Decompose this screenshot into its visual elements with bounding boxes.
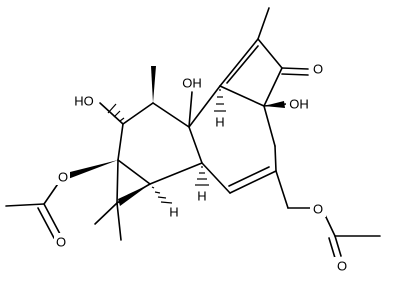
bond-c3-o-ketone-double: [281, 73, 309, 76]
hash-c12-oh: [107, 103, 125, 122]
wedge-c15-c14: [118, 184, 150, 206]
bond-c11-c12: [122, 102, 154, 125]
bond-c8-c9: [188, 126, 203, 164]
bond-c15-methyl-b: [116, 202, 122, 241]
wedge-c11-methyl: [151, 66, 156, 103]
atom-labels: O OH OH HO O O O O H H H: [54, 60, 350, 274]
bond-c12-oh: [99, 102, 124, 125]
label-hydrogen-middle: H: [197, 189, 206, 204]
bond-c13-c15: [116, 159, 119, 204]
bond-c2-c3: [257, 38, 283, 69]
bond-c12-c13: [117, 123, 124, 161]
label-acetate-right-carbonyl-oxygen: O: [337, 259, 347, 274]
bond-c6-c7: [229, 170, 277, 194]
bond-c9-c10: [188, 85, 221, 128]
bond-oac-left-c-me: [5, 203, 45, 207]
wedge-c4-oh: [264, 101, 285, 108]
bond-c3-c4: [263, 67, 283, 107]
bond-c3-o-ketone: [281, 67, 309, 70]
bond-o-c-ester: [324, 214, 336, 237]
stereo-bonds: [66, 66, 285, 206]
bond-c13-c14: [117, 159, 151, 185]
bond-c7-c8: [201, 162, 231, 194]
bond-c15-methyl-a: [94, 202, 118, 225]
bond-c9-oh: [188, 91, 193, 128]
bond-c1-c2-double: [226, 45, 259, 84]
hash-c8-h: [195, 166, 209, 186]
bond-ester-c-o-double-b: [328, 237, 336, 259]
bond-c6-c7-double: [228, 166, 270, 187]
label-hydrogen-top: H: [215, 115, 224, 130]
bond-c4-c5: [263, 105, 276, 147]
wedge-c13-oac: [66, 160, 118, 179]
label-hydroxyl-top-center: OH: [182, 76, 202, 91]
label-acetate-left-carbonyl-oxygen: O: [56, 235, 66, 250]
bonds: [5, 7, 381, 259]
label-acetate-left-oxygen: O: [58, 170, 68, 185]
bond-c9-c11: [152, 102, 190, 128]
bond-ester-c-o-double-a: [334, 235, 342, 257]
bond-c6-ch2: [275, 170, 289, 209]
bond-c2-methyl: [257, 7, 270, 40]
bond-oac-left-c-o-double-b: [37, 207, 55, 239]
label-hydroxyl-left: HO: [74, 94, 94, 109]
label-hydroxyl-top-right: OH: [289, 97, 309, 112]
hash-c14-h: [151, 186, 173, 204]
bond-c4-c10: [219, 85, 265, 107]
label-acetate-right-oxygen: O: [313, 202, 323, 217]
bond-oac-left-c-o-double-a: [43, 203, 61, 235]
hash-c10-h: [214, 89, 226, 112]
bond-c14-c8: [149, 162, 203, 185]
label-ketone-oxygen: O: [313, 62, 323, 77]
bond-c1-c2: [219, 38, 259, 87]
label-hydrogen-low: H: [169, 205, 178, 220]
bond-c5-c6: [274, 145, 277, 172]
